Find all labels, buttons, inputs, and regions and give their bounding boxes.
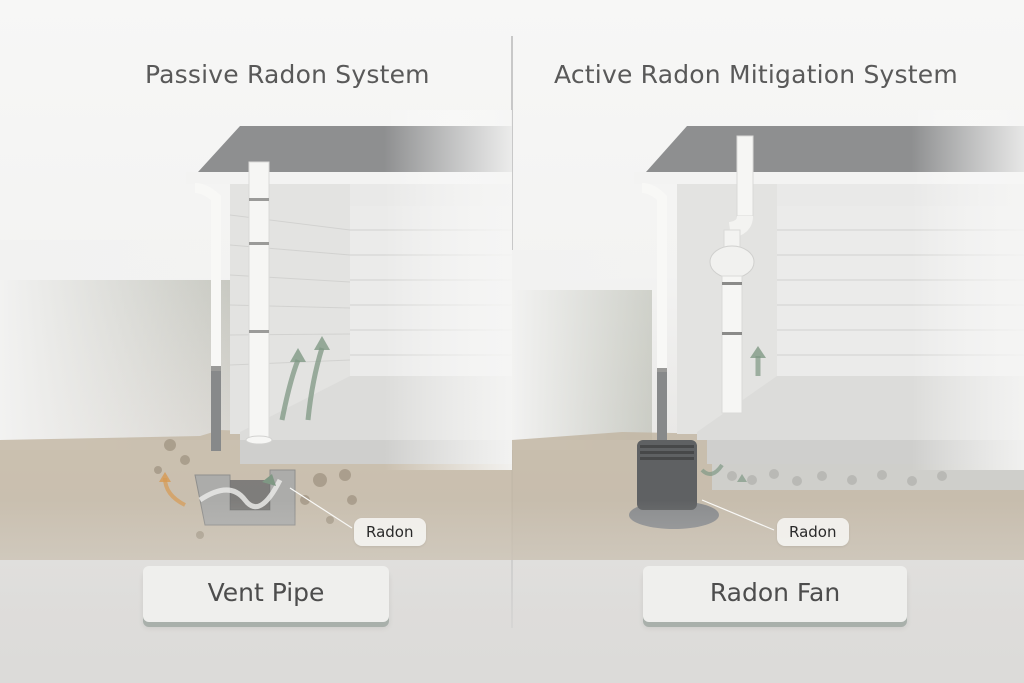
radon-callout-label: Radon xyxy=(354,518,426,546)
arrow-head-icon xyxy=(737,474,747,482)
radon-callout-label: Radon xyxy=(777,518,849,546)
panel-title: Passive Radon System xyxy=(145,60,430,89)
passive-house-illustration xyxy=(0,110,512,683)
active-house-illustration xyxy=(512,110,1024,683)
arrow-head-icon xyxy=(159,472,171,482)
component-label-radon-fan: Radon Fan xyxy=(643,566,907,622)
passive-system-panel: Passive Radon System Radon Vent Pipe xyxy=(0,60,512,683)
panel-title: Active Radon Mitigation System xyxy=(554,60,958,89)
component-label-vent-pipe: Vent Pipe xyxy=(143,566,389,622)
gravel xyxy=(727,469,947,486)
active-system-panel: Active Radon Mitigation System Radon Rad… xyxy=(512,0,1024,683)
